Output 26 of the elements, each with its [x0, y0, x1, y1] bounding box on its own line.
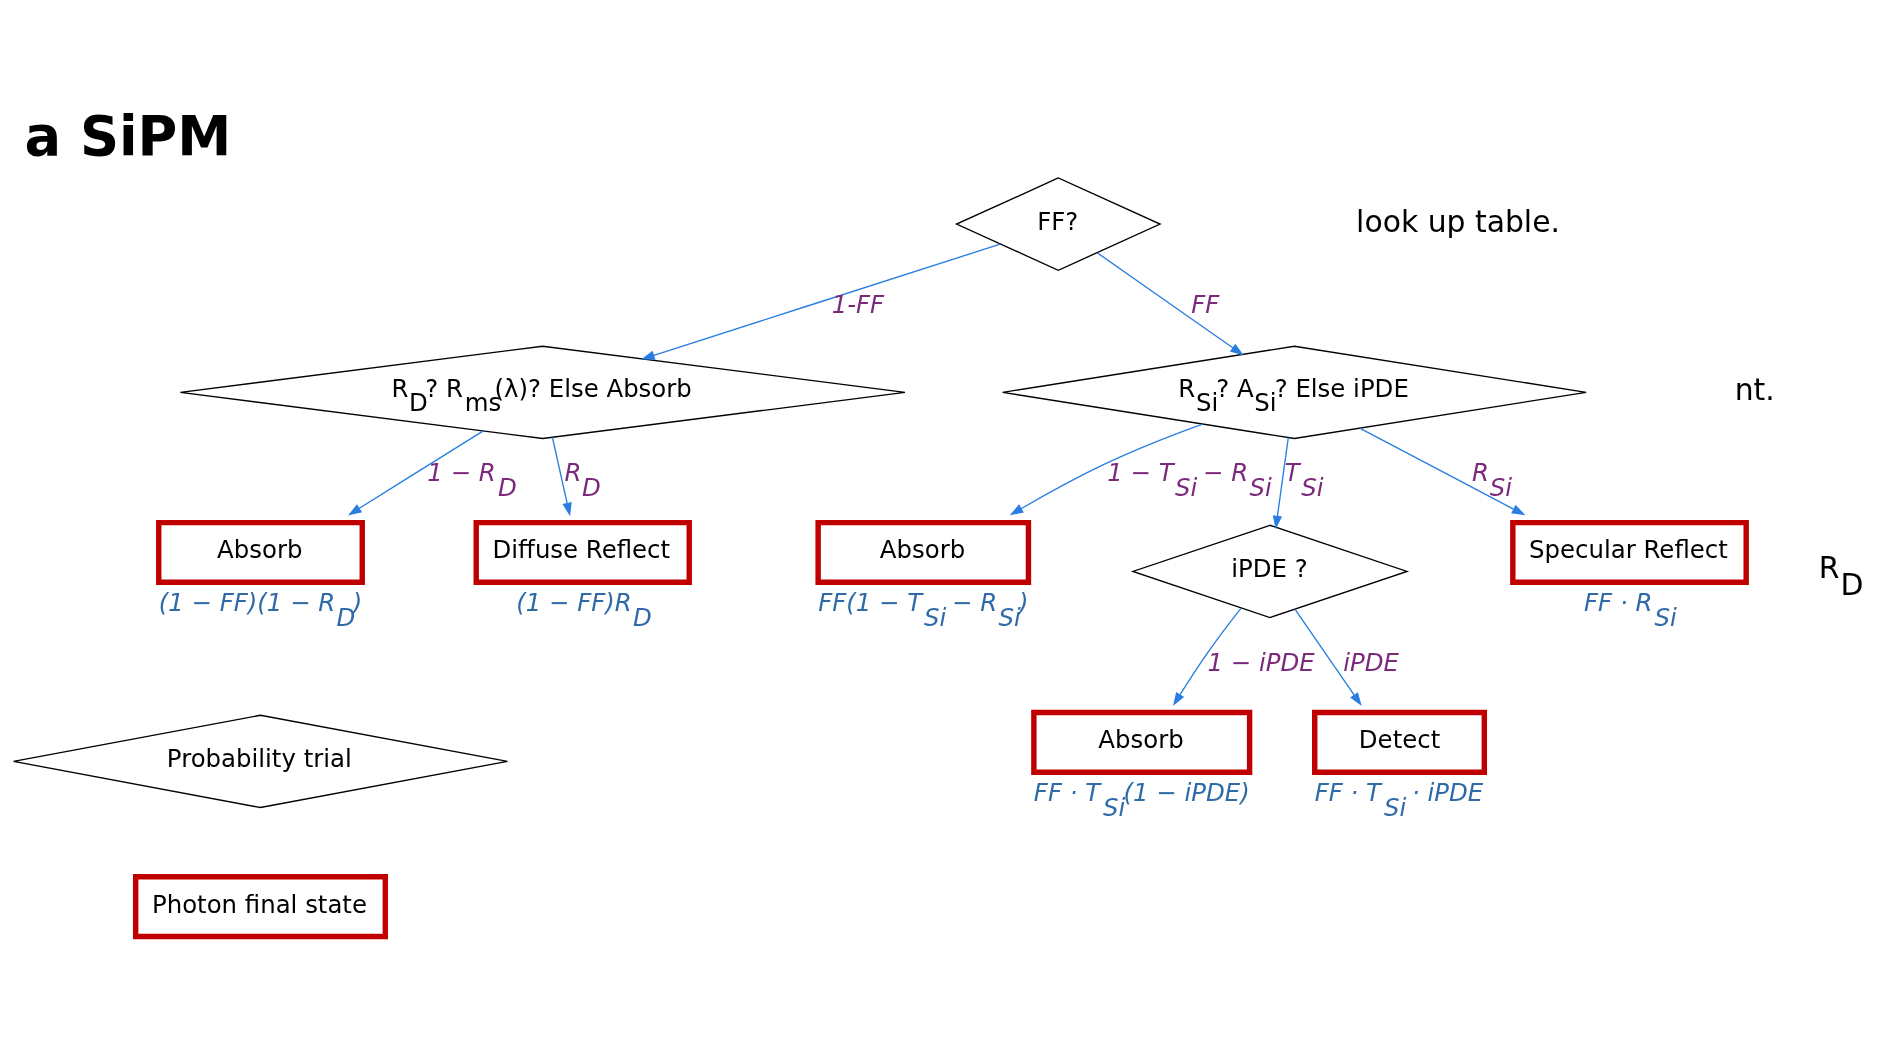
- node-diamond: FF?: [954, 176, 1162, 271]
- node-diamond: Probability trial: [12, 714, 509, 808]
- arrow: [1272, 436, 1289, 529]
- node-box: Detect: [1312, 709, 1488, 775]
- node-box: Absorb: [156, 519, 365, 585]
- label: nt.: [1734, 371, 1775, 407]
- node-diamond: iPDE ?: [1130, 524, 1410, 618]
- edge-label: 1 − iPDE: [1207, 647, 1315, 677]
- node-box: Absorb: [1031, 709, 1253, 775]
- arrow: [1359, 427, 1526, 515]
- label: look up table.: [1356, 203, 1560, 239]
- node-box: Absorb: [815, 519, 1032, 585]
- edge-label: iPDE: [1343, 647, 1399, 677]
- node-box: Diffuse Reflect: [473, 519, 692, 585]
- arrow: [348, 429, 484, 515]
- arrow: [1009, 422, 1204, 515]
- edge-label: FF: [1191, 289, 1220, 319]
- arrow: [1096, 251, 1244, 355]
- diagram-title: a SiPM: [24, 104, 232, 168]
- arrow: [1294, 608, 1362, 706]
- arrow: [1173, 606, 1242, 706]
- node-box: Specular Reflect: [1510, 519, 1749, 585]
- arrow: [641, 242, 1001, 360]
- arrow: [551, 436, 572, 516]
- edge-label: 1-FF: [831, 289, 885, 319]
- node-box: Photon final state: [132, 873, 389, 939]
